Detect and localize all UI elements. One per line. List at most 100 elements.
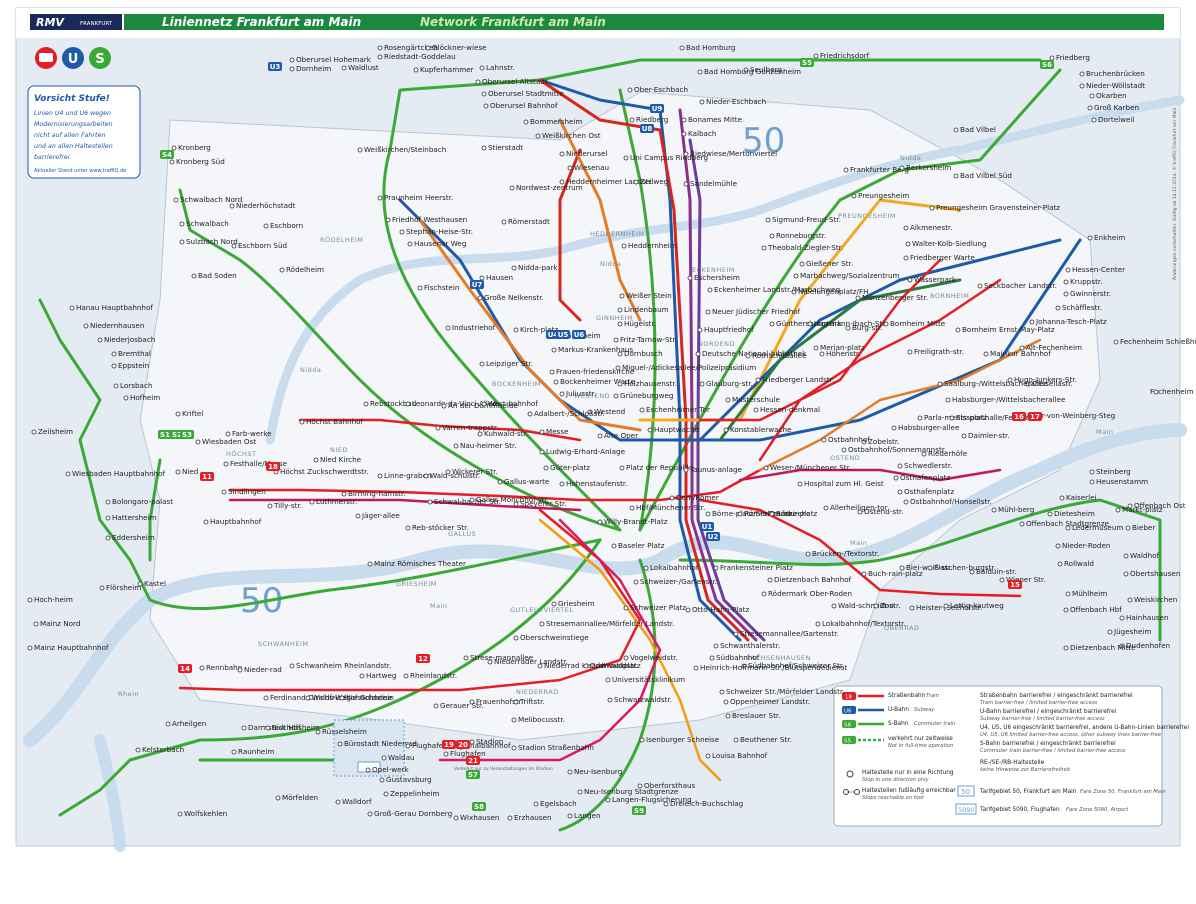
- station-label: Lokalbahnhof/Textorstr.: [822, 619, 906, 628]
- station-label: Bornheim Ernst-May-Platz: [962, 325, 1055, 334]
- station-label: Obertshausen: [1130, 569, 1180, 578]
- station-label: Mainz Nord: [40, 619, 80, 628]
- station-dot: [83, 323, 89, 329]
- station-dot: [983, 351, 989, 357]
- station-dot: [955, 327, 961, 333]
- station-dot: [663, 801, 669, 807]
- station-dot: [1057, 561, 1063, 567]
- station-dot: [289, 66, 295, 72]
- station-label: Bad Homburg: [686, 43, 736, 52]
- svg-text:Tarifgebiet 50, Frankfurt am M: Tarifgebiet 50, Frankfurt am Main: [979, 789, 1077, 795]
- station-dot: [99, 585, 105, 591]
- station-label: Riederhöfe: [928, 449, 968, 458]
- station-label: Oberschweinstiege: [520, 633, 589, 642]
- station-dot: [851, 193, 857, 199]
- station-label: Kupferhammer: [420, 65, 474, 74]
- svg-text:14: 14: [180, 665, 190, 673]
- station-label: Seulberg: [750, 65, 782, 74]
- line-badge: U2: [706, 532, 720, 541]
- station-dot: [33, 621, 39, 627]
- station-label: Wixhausen: [460, 813, 499, 822]
- station-dot: [223, 461, 229, 467]
- station-dot: [27, 645, 33, 651]
- station-dot: [313, 457, 319, 463]
- station-dot: [1029, 319, 1035, 325]
- station-dot: [539, 621, 545, 627]
- station-label: Weiskirchen: [1134, 595, 1177, 604]
- svg-text:S7: S7: [468, 771, 478, 779]
- station-dot: [481, 401, 487, 407]
- station-label: Kirch-platz: [520, 325, 558, 334]
- station-label: Markt-platz: [1122, 505, 1163, 514]
- station-label: Frauenhofstr.: [476, 697, 523, 706]
- station-dot: [1065, 267, 1071, 273]
- station-label: Waldau: [388, 753, 415, 762]
- svg-text:Tarifgebiet 5090, Flughafen: Tarifgebiet 5090, Flughafen: [979, 807, 1060, 813]
- station-label: Dreieich-Buchschlag: [670, 799, 743, 808]
- station-label: Stresemannallee/Gartenstr.: [740, 629, 839, 638]
- station-label: Riedstadt-Goddelau: [384, 52, 456, 61]
- station-label: Kronberg Süd: [176, 157, 225, 166]
- station-label: Nieder-Eschbach: [706, 97, 766, 106]
- station-label: Friedrichsdorf: [820, 51, 870, 60]
- line-badge: U9: [650, 104, 664, 113]
- station-dot: [479, 275, 485, 281]
- rmv-logo: [30, 14, 122, 30]
- station-dot: [763, 465, 769, 471]
- svg-text:OSTEND: OSTEND: [830, 454, 860, 462]
- station-dot: [681, 117, 687, 123]
- station-dot: [423, 473, 429, 479]
- river-nidda-1: Nidda: [600, 260, 621, 268]
- station-label: Dornheim: [296, 64, 331, 73]
- station-dot: [367, 561, 373, 567]
- station-label: Mainz Hauptbahnhof: [34, 643, 109, 652]
- station-label: Sigmund-Freud-Str.: [772, 215, 841, 224]
- station-dot: [1087, 235, 1093, 241]
- station-label: Dietesheim: [1054, 509, 1095, 518]
- station-dot: [723, 427, 729, 433]
- station-label: Dornbusch: [624, 349, 663, 358]
- station-dot: [559, 179, 565, 185]
- station-label: Jäger-allee: [361, 511, 400, 520]
- station-dot: [453, 443, 459, 449]
- line-badge: U1: [700, 522, 714, 531]
- station-label: Luthmerstr.: [316, 497, 357, 506]
- station-label: Farb-werke: [232, 429, 272, 438]
- station-label: Hospital zum Hl. Geist: [804, 479, 884, 488]
- station-dot: [893, 475, 899, 481]
- svg-text:U2: U2: [708, 533, 719, 541]
- station-dot: [69, 305, 75, 311]
- station-dot: [793, 273, 799, 279]
- station-dot: [903, 225, 909, 231]
- svg-text:Linien U4 und U6 wegen: Linien U4 und U6 wegen: [34, 110, 111, 117]
- station-label: Dortelweil: [1098, 115, 1134, 124]
- station-dot: [621, 243, 627, 249]
- station-label: Gerauer Str.: [440, 701, 484, 710]
- station-dot: [769, 321, 775, 327]
- station-label: Hohenstaufenstr.: [566, 479, 628, 488]
- station-dot: [533, 801, 539, 807]
- station-label: Kastel: [144, 579, 166, 588]
- station-dot: [377, 45, 383, 51]
- station-dot: [123, 395, 129, 401]
- station-dot: [469, 497, 475, 503]
- station-label: Rebstockbad: [370, 399, 416, 408]
- station-label: Rosengärtchen: [384, 43, 438, 52]
- station-label: Seckbacher Landstr.: [984, 281, 1057, 290]
- station-dot: [905, 241, 911, 247]
- station-label: Messe: [546, 427, 569, 436]
- station-label: Balduin-str.: [976, 567, 1017, 576]
- station-label: Preungesheim Gravensteiner-Platz: [936, 203, 1060, 212]
- svg-text:U4, U5, U6 limited barrier-fre: U4, U5, U6 limited barrier-free access, …: [980, 732, 1161, 738]
- station-label: Sandelmühle: [690, 179, 738, 188]
- legend-sbahn: S8 S-Bahn Commuter train: [842, 720, 955, 729]
- station-dot: [669, 495, 675, 501]
- line-badge: U5: [556, 330, 570, 339]
- station-dot: [289, 663, 295, 669]
- station-label: Bommersheim: [530, 117, 582, 126]
- station-dot: [623, 155, 629, 161]
- station-label: Nieder-rad: [244, 665, 282, 674]
- station-dot: [111, 363, 117, 369]
- station-label: Leipziger Str.: [486, 359, 533, 368]
- station-label: Weißkirchen Ost: [542, 131, 601, 140]
